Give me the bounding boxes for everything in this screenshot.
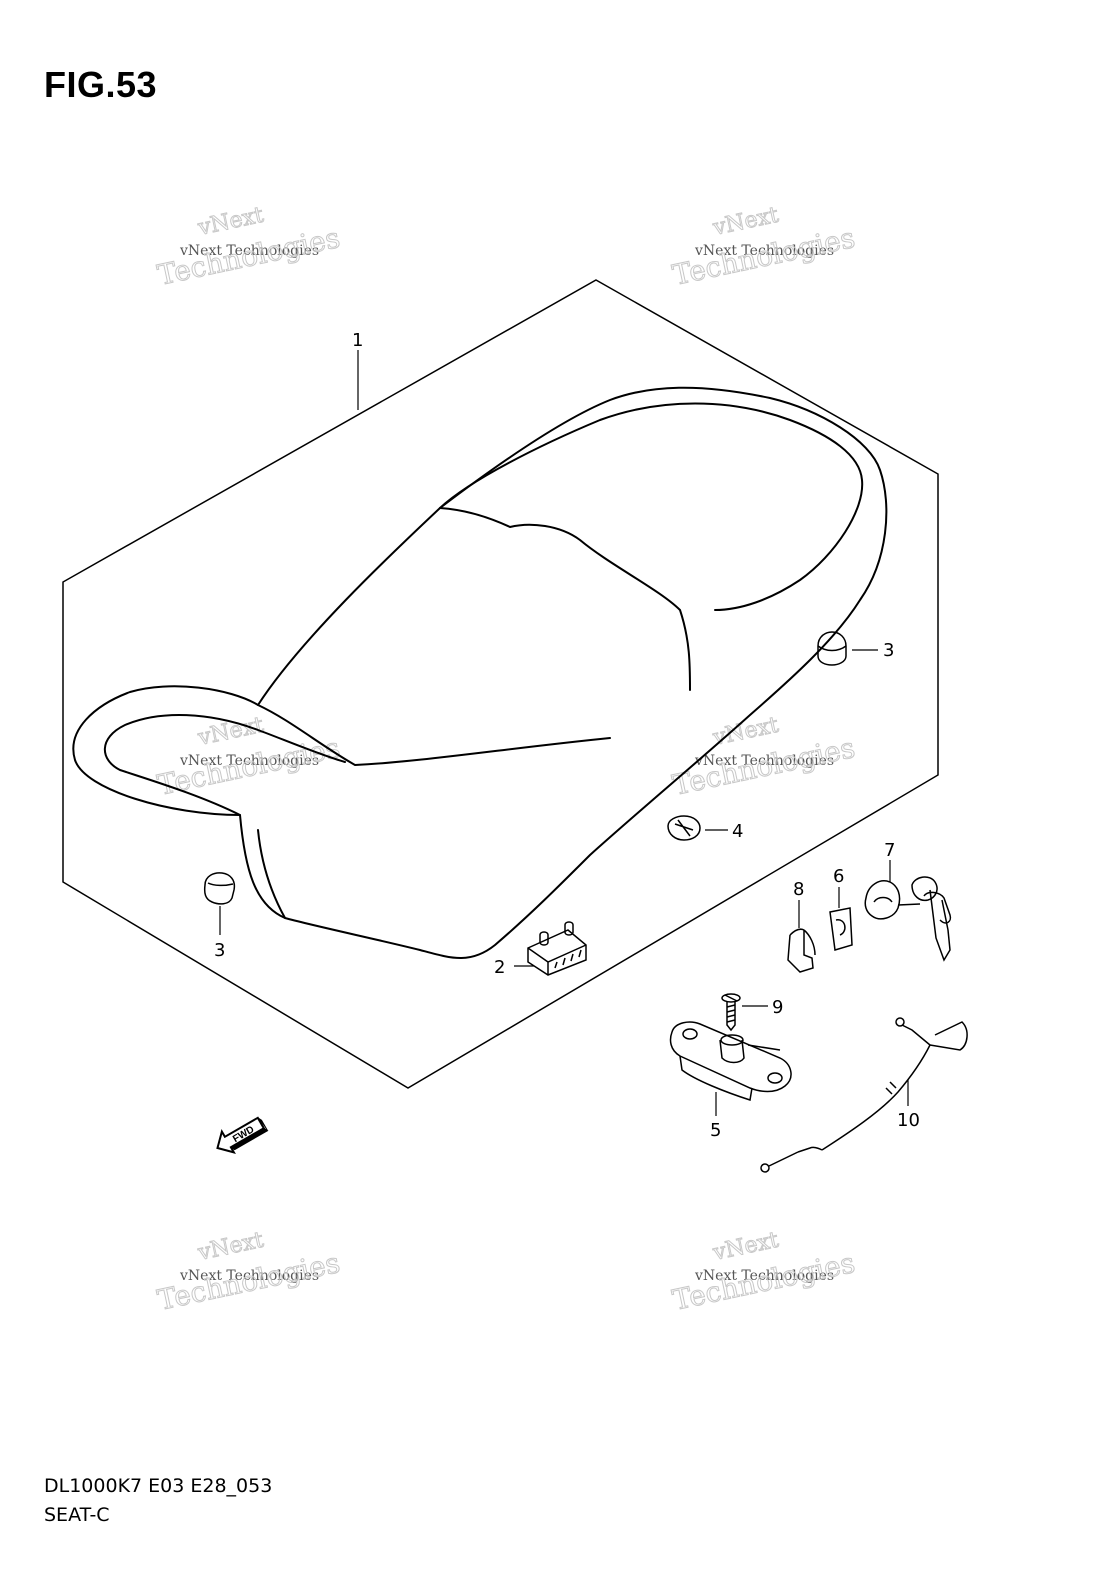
part-9-screw (721, 993, 741, 1032)
svg-text:Technologies: Technologies (670, 731, 858, 802)
svg-text:4: 4 (732, 821, 743, 842)
svg-text:Technologies: Technologies (670, 1246, 858, 1317)
callout-3a: 3 (852, 640, 894, 661)
diagram-name: SEAT-C (44, 1504, 110, 1526)
watermark: vNext vNext Technologies Technologies (669, 712, 858, 802)
part-8-bracket (787, 928, 816, 973)
svg-text:6: 6 (833, 866, 844, 887)
seat-top-ridge (439, 402, 864, 611)
watermark: vNext vNext Technologies Technologies (669, 1227, 858, 1317)
svg-text:1: 1 (352, 330, 363, 351)
seat-side-edge (257, 829, 286, 919)
part-3-cushion-right (817, 631, 847, 666)
part-6-clip (829, 907, 853, 951)
svg-text:vNext: vNext (195, 1228, 266, 1266)
svg-text:Technologies: Technologies (670, 221, 858, 292)
callout-5: 5 (710, 1092, 721, 1141)
callout-3b: 3 (214, 906, 225, 961)
watermark: vNext vNext Technologies Technologies (154, 202, 343, 292)
svg-text:8: 8 (793, 879, 804, 900)
part-3-cushion-left (203, 872, 236, 905)
figure-title: FIG.53 (44, 64, 158, 105)
callout-9: 9 (742, 997, 783, 1018)
svg-text:vNext: vNext (710, 203, 781, 241)
seat-rider-line (257, 704, 611, 766)
svg-text:vNext Technologies: vNext Technologies (694, 753, 834, 769)
callout-6: 6 (833, 866, 844, 908)
watermark: vNext vNext Technologies Technologies (154, 1227, 343, 1317)
part-4-grommet (667, 815, 701, 841)
svg-text:3: 3 (883, 640, 894, 661)
svg-text:Technologies: Technologies (155, 221, 343, 292)
callout-7: 7 (884, 840, 895, 882)
seat-outer-outline (72, 386, 888, 959)
part-10-cable (760, 1017, 968, 1173)
callout-2: 2 (494, 957, 534, 978)
part-7-lock-set (864, 876, 952, 962)
svg-text:vNext: vNext (195, 203, 266, 241)
seat-drawing (72, 386, 888, 959)
callout-1: 1 (352, 330, 363, 410)
svg-text:vNext Technologies: vNext Technologies (694, 1268, 834, 1284)
svg-text:3: 3 (214, 940, 225, 961)
part-5-latch (669, 1021, 792, 1101)
svg-text:vNext Technologies: vNext Technologies (179, 753, 319, 769)
callout-10: 10 (897, 1080, 920, 1131)
svg-text:5: 5 (710, 1120, 721, 1141)
svg-text:7: 7 (884, 840, 895, 861)
svg-text:vNext Technologies: vNext Technologies (694, 243, 834, 259)
callout-4: 4 (705, 821, 743, 842)
part-2-bumper (527, 921, 587, 976)
seat-tail-inner (103, 714, 346, 816)
svg-text:Technologies: Technologies (155, 1246, 343, 1317)
seat-step-line (439, 507, 691, 691)
svg-text:vNext: vNext (195, 713, 266, 751)
fwd-arrow-icon: FWD (216, 1116, 269, 1154)
svg-text:vNext Technologies: vNext Technologies (179, 243, 319, 259)
svg-text:10: 10 (897, 1110, 920, 1131)
svg-text:vNext: vNext (710, 1228, 781, 1266)
callout-8: 8 (793, 879, 804, 928)
watermark: vNext vNext Technologies Technologies (669, 202, 858, 292)
diagram-code: DL1000K7 E03 E28_053 (44, 1475, 273, 1497)
svg-text:2: 2 (494, 957, 505, 978)
svg-text:vNext Technologies: vNext Technologies (179, 1268, 319, 1284)
assembly-outline (62, 279, 939, 1089)
svg-text:9: 9 (772, 997, 783, 1018)
watermarks: vNext vNext Technologies Technologies vN… (154, 202, 858, 1317)
